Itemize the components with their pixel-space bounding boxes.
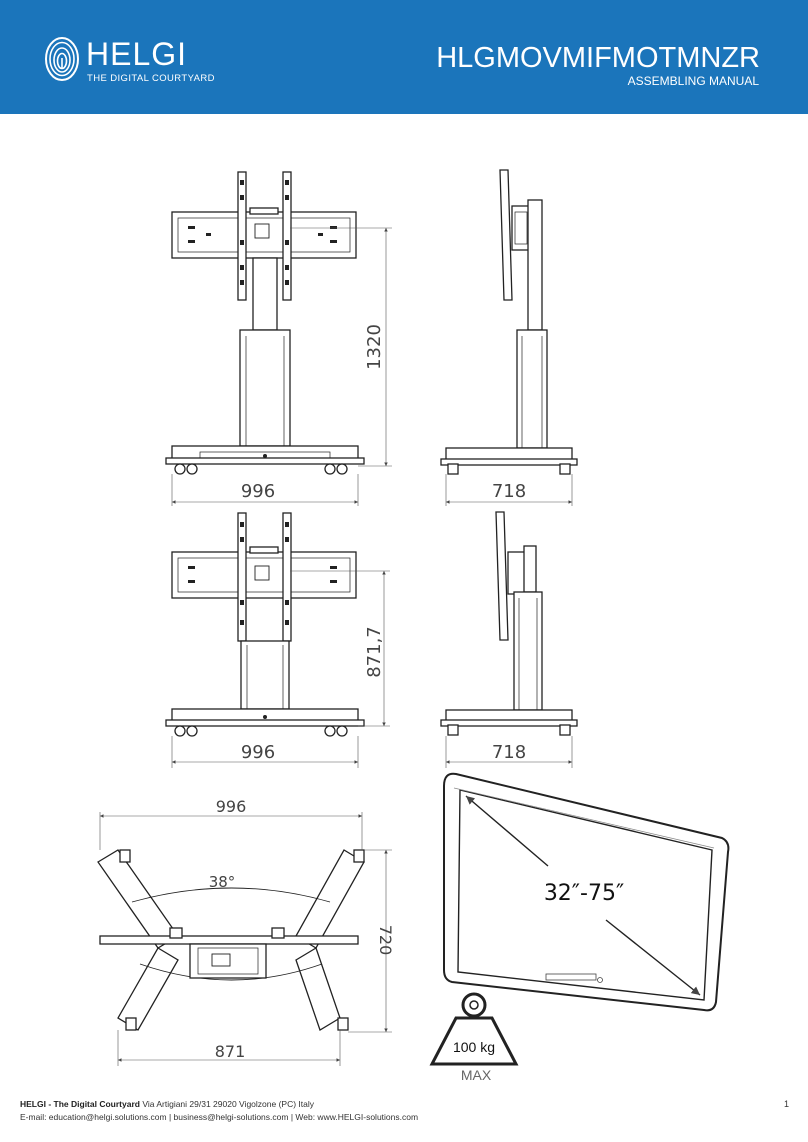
side-view-short (440, 511, 578, 736)
technical-drawings: 1320 996 718 (97, 169, 730, 1083)
screen-size-label: 32″-75″ (544, 881, 624, 906)
brand-tagline: THE DIGITAL COURTYARD (87, 73, 215, 84)
footer-address: Via Artigiani 29/31 29020 Vigolzone (PC)… (139, 1099, 314, 1109)
front-short-width-label: 996 (241, 742, 275, 763)
page-header: HELGI THE DIGITAL COURTYARD HLGMOVMIFMOT… (0, 0, 808, 114)
front-tall-width-label: 996 (241, 481, 275, 502)
footer-address-line: HELGI - The Digital Courtyard Via Artigi… (20, 1098, 418, 1111)
footer-company: HELGI - The Digital Courtyard (20, 1099, 140, 1109)
front-tall-height-label: 1320 (364, 324, 385, 370)
weight-icon (429, 992, 519, 1066)
page-number: 1 (783, 1099, 789, 1109)
page-footer: HELGI - The Digital Courtyard Via Artigi… (20, 1098, 418, 1124)
weight-load-label: 100 kg (453, 1039, 495, 1055)
top-view-depth-label: 720 (376, 925, 395, 956)
top-view-angle-label: 38° (209, 873, 236, 891)
top-view-base (97, 849, 365, 1031)
side-view-tall (440, 169, 578, 475)
weight-max-label: MAX (461, 1067, 492, 1083)
footer-contacts: E-mail: education@helgi.solutions.com | … (20, 1112, 419, 1122)
front-view-tall (165, 171, 365, 475)
side-short-depth-label: 718 (492, 742, 526, 763)
top-view-width-label: 996 (216, 797, 247, 816)
front-view-short (165, 512, 365, 737)
fingerprint-logo-icon (45, 37, 79, 81)
model-code: HLGMOVMIFMOTMNZR (436, 42, 760, 74)
screen-illustration (443, 772, 730, 1012)
brand-name: HELGI (86, 36, 188, 72)
side-tall-depth-label: 718 (492, 481, 526, 502)
front-short-height-label: 871,7 (364, 626, 385, 678)
document-type: ASSEMBLING MANUAL (627, 74, 759, 88)
top-view-bottom-width-label: 871 (215, 1042, 246, 1061)
